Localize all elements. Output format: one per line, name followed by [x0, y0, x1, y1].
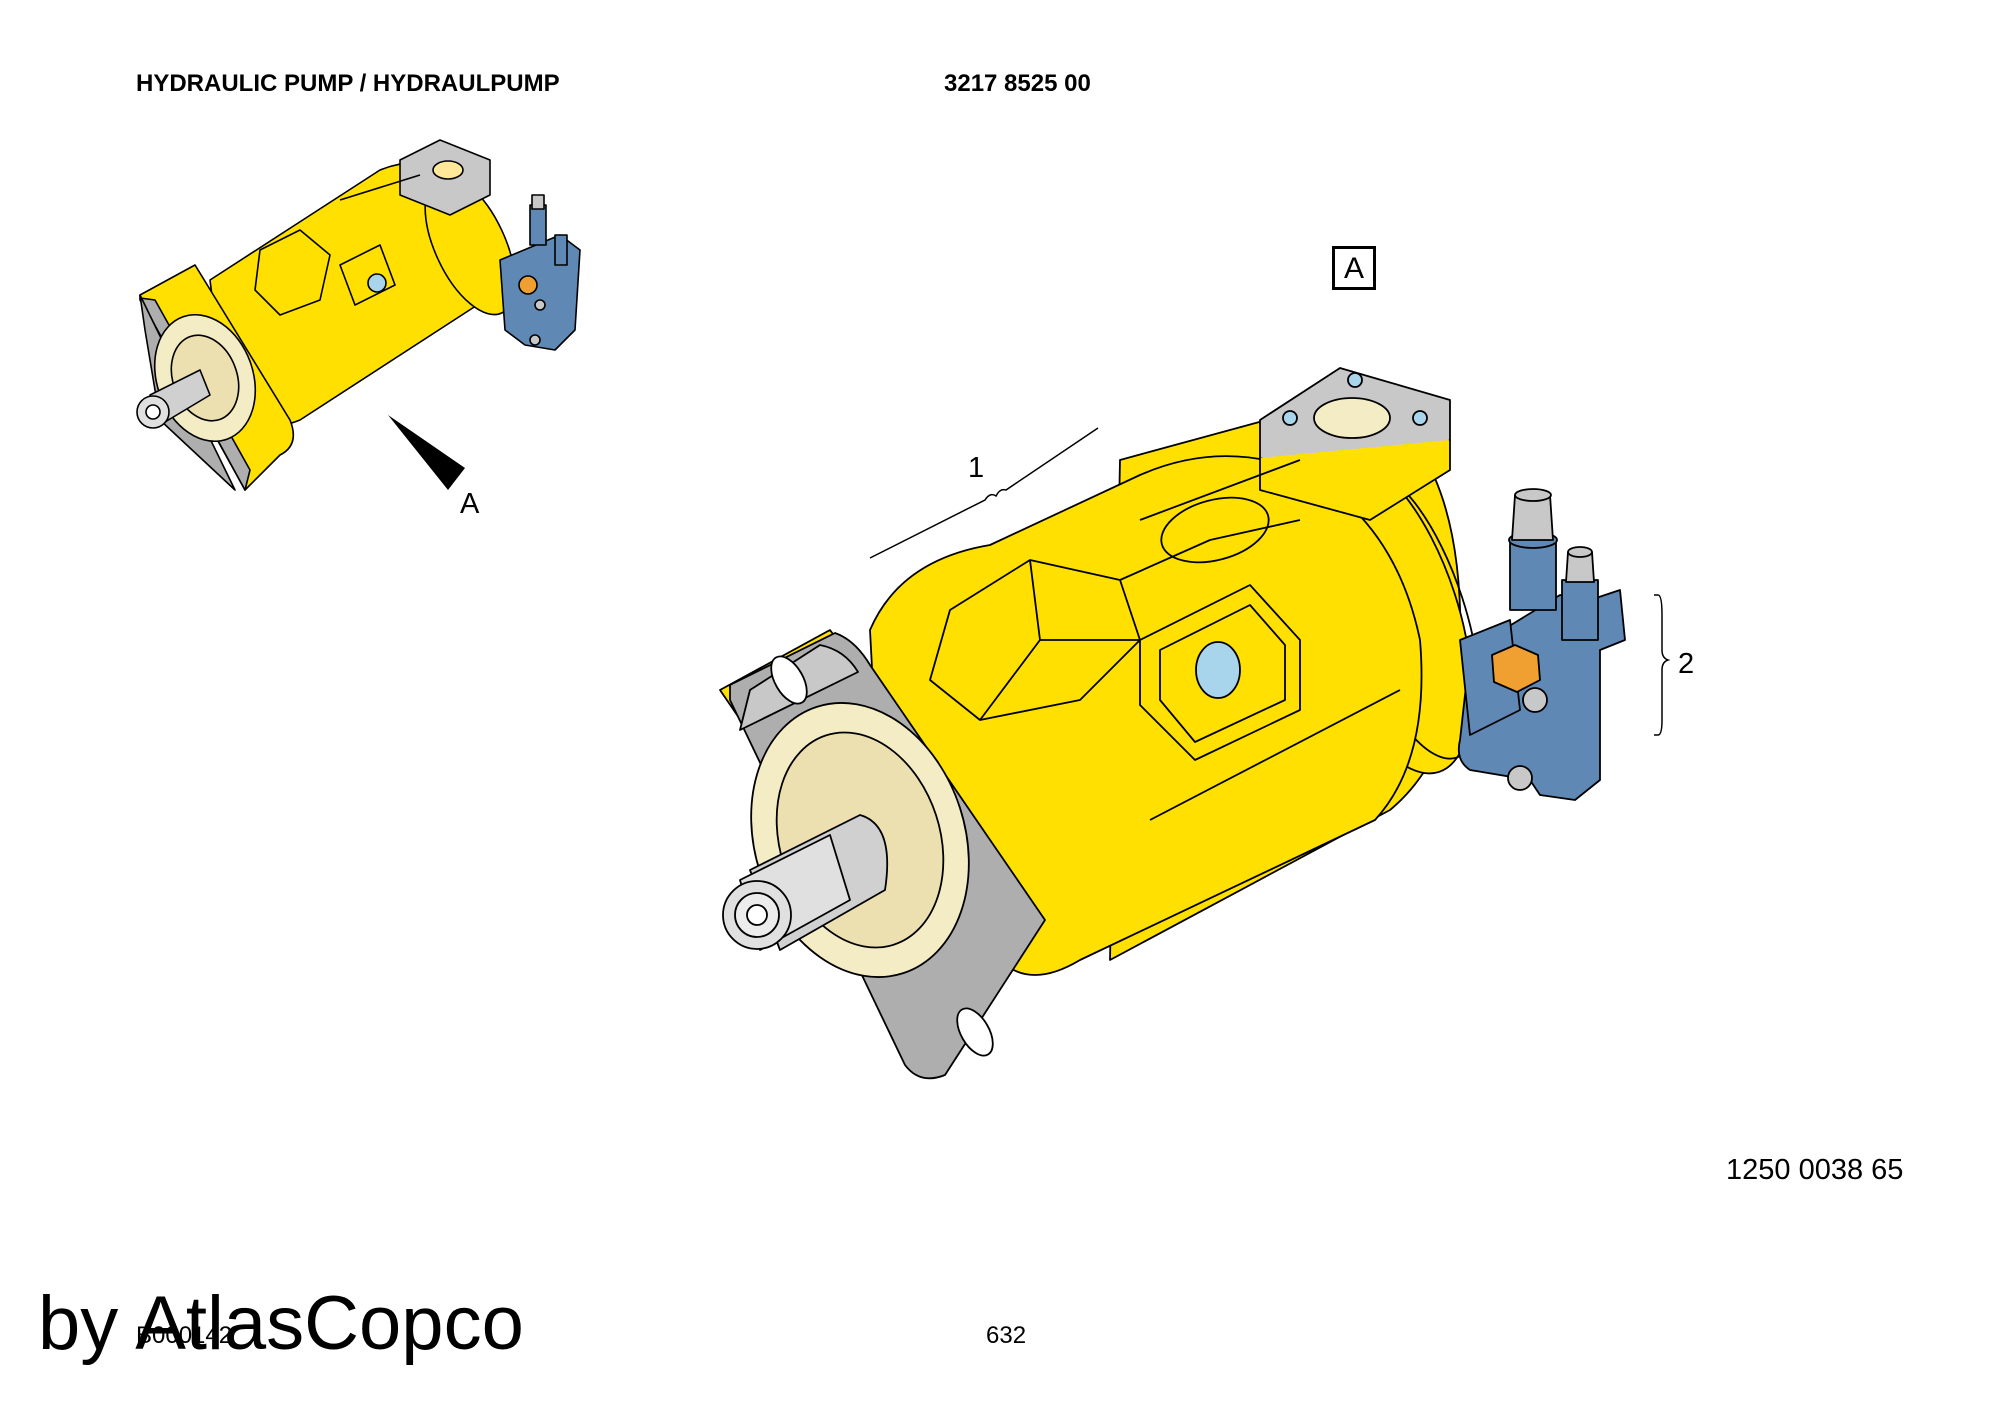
- overview-pump: [136, 139, 581, 491]
- main-pump: [719, 367, 1626, 1080]
- drawing-number: 1250 0038 65: [1726, 1154, 1904, 1186]
- view-a-box: A: [1332, 246, 1376, 290]
- figure-reference: B000142: [136, 1322, 233, 1349]
- watermark: by AtlasCopco: [38, 1281, 524, 1366]
- callout-1-label: 1: [968, 452, 985, 484]
- callout-2-bracket: [1654, 594, 1671, 736]
- view-arrow: [388, 415, 465, 490]
- callout-lines: [869, 427, 1671, 736]
- callout-2-label: 2: [1678, 648, 1695, 680]
- page-number: 632: [986, 1322, 1027, 1349]
- view-arrow-label: A: [460, 488, 480, 520]
- page-title: HYDRAULIC PUMP / HYDRAULPUMP: [136, 70, 560, 97]
- callout-1-line: [869, 427, 1099, 559]
- part-number: 3217 8525 00: [944, 70, 1091, 97]
